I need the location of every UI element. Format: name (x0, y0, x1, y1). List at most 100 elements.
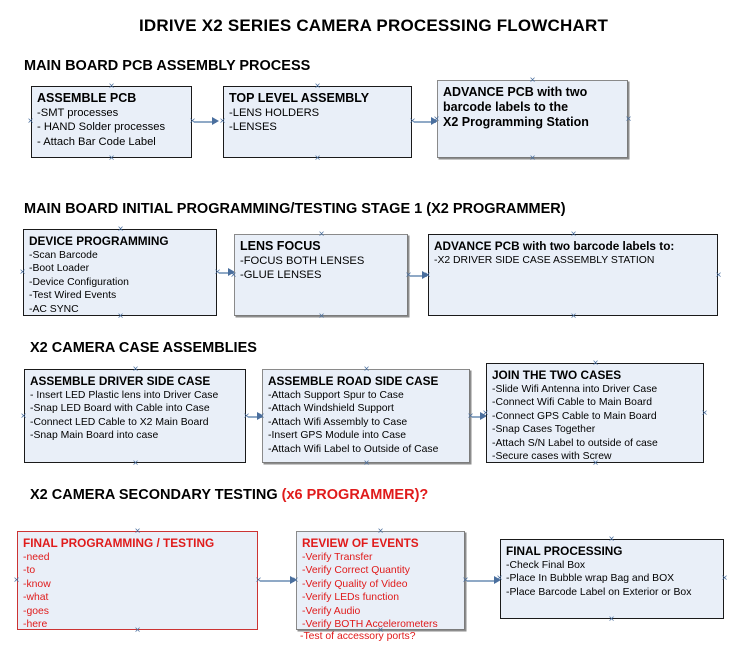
connection-handle-icon[interactable] (569, 312, 578, 321)
connector-3b (472, 416, 484, 418)
box-line: -Place Barcode Label on Exterior or Box (506, 586, 692, 598)
page-title: IDRIVE X2 SERIES CAMERA PROCESSING FLOWC… (138, 16, 609, 35)
connection-handle-icon[interactable] (607, 535, 616, 544)
box-assemble-driver-side-case[interactable]: ASSEMBLE DRIVER SIDE CASE - Insert LED P… (24, 369, 246, 463)
connection-handle-icon[interactable] (229, 271, 238, 280)
box-line: -need (23, 552, 50, 563)
box-assemble-pcb[interactable]: ASSEMBLE PCB -SMT processes - HAND Solde… (31, 86, 192, 158)
connection-handle-icon[interactable] (131, 365, 140, 374)
connector-2a (219, 272, 234, 274)
box-line: -Verify LEDs function (302, 592, 400, 604)
box-assemble-road-side-case[interactable]: ASSEMBLE ROAD SIDE CASE -Attach Support … (262, 369, 470, 463)
connection-handle-icon[interactable] (700, 409, 709, 418)
connection-handle-icon[interactable] (495, 574, 504, 583)
section-heading-1-text: MAIN BOARD PCB ASSEMBLY PROCESS (24, 58, 311, 74)
box-line: -what (23, 592, 49, 604)
box-line: -GLUE LENSES (240, 269, 322, 282)
box-join-the-two-cases[interactable]: JOIN THE TWO CASES -Slide Wifi Antenna i… (486, 363, 704, 463)
box-line: -Verify Quality of Video (302, 578, 408, 590)
box-line: -Scan Barcode (29, 250, 98, 261)
box-line: -Check Final Box (506, 560, 586, 571)
connection-handle-icon[interactable] (720, 574, 729, 583)
connection-handle-icon[interactable] (591, 459, 600, 468)
connection-handle-icon[interactable] (291, 576, 300, 585)
box-line: -Place In Bubble wrap Bag and BOX (506, 573, 675, 585)
box-line: -LENS HOLDERS (229, 107, 320, 119)
box-line: -Attach Wifi Assembly to Case (268, 416, 408, 428)
connection-handle-icon[interactable] (624, 115, 633, 124)
connection-handle-icon[interactable] (714, 271, 723, 280)
connection-handle-icon[interactable] (257, 412, 266, 421)
connection-handle-icon[interactable] (107, 154, 116, 163)
connection-handle-icon[interactable] (313, 154, 322, 163)
connection-handle-icon[interactable] (607, 615, 616, 624)
box-line: -Verify Transfer (302, 552, 373, 563)
connection-handle-icon[interactable] (432, 115, 441, 124)
box-advance-pcb-station[interactable]: ADVANCE PCB with two barcode labels to t… (437, 80, 628, 158)
box-line: -Snap Cases Together (492, 424, 596, 436)
box-line: -know (23, 578, 51, 590)
connection-handle-icon[interactable] (116, 225, 125, 234)
connection-handle-icon[interactable] (218, 117, 227, 126)
box-final-processing[interactable]: FINAL PROCESSING -Check Final Box -Place… (500, 539, 724, 619)
box-review-of-events[interactable]: REVIEW OF EVENTS -Verify Transfer -Verif… (296, 531, 465, 630)
section-heading-2: MAIN BOARD INITIAL PROGRAMMING/TESTING S… (24, 201, 566, 217)
connection-handle-icon[interactable] (116, 312, 125, 321)
box-final-programming-testing[interactable]: FINAL PROGRAMMING / TESTING -need -to -k… (17, 531, 258, 630)
box-advance-pcb-assembly-station[interactable]: ADVANCE PCB with two barcode labels to: … (428, 234, 718, 316)
box-title: ASSEMBLE ROAD SIDE CASE (268, 374, 439, 388)
connection-handle-icon[interactable] (423, 271, 432, 280)
box-device-programming[interactable]: DEVICE PROGRAMMING -Scan Barcode -Boot L… (23, 229, 217, 316)
connection-handle-icon[interactable] (591, 359, 600, 368)
box-line: -Device Configuration (29, 276, 129, 288)
box-line: X2 Programming Station (443, 115, 589, 129)
connection-handle-icon[interactable] (313, 82, 322, 91)
connection-handle-icon[interactable] (12, 576, 21, 585)
box-line: -SMT processes (37, 107, 119, 119)
section-heading-4-text: X2 CAMERA SECONDARY TESTING (30, 487, 282, 503)
box-line: -Snap Main Board into case (30, 430, 159, 442)
connection-handle-icon[interactable] (317, 230, 326, 239)
box-line: -Boot Loader (29, 263, 90, 275)
box-line: -Verify BOTH Accelerometers (302, 619, 438, 631)
connection-handle-icon[interactable] (133, 626, 142, 635)
section-heading-4: X2 CAMERA SECONDARY TESTING (x6 PROGRAMM… (30, 487, 428, 503)
box-line: -LENSES (229, 121, 277, 134)
box-title: ASSEMBLE DRIVER SIDE CASE (30, 374, 211, 388)
box-line: -FOCUS BOTH LENSES (240, 255, 365, 267)
connection-handle-icon[interactable] (376, 527, 385, 536)
box-line: -here (23, 619, 48, 631)
box-line: -Attach Windshield Support (268, 403, 394, 415)
box-line: -AC SYNC (29, 303, 79, 315)
connection-handle-icon[interactable] (528, 154, 537, 163)
connection-handle-icon[interactable] (362, 365, 371, 374)
box-line: - Attach Bar Code Label (37, 135, 156, 148)
connection-handle-icon[interactable] (528, 76, 537, 85)
connection-handle-icon[interactable] (481, 409, 490, 418)
box-title: DEVICE PROGRAMMING (29, 234, 169, 248)
section-heading-2-text: MAIN BOARD INITIAL PROGRAMMING/TESTING S… (24, 201, 566, 217)
section-heading-4-accent: (x6 PROGRAMMER)? (281, 487, 429, 503)
connection-handle-icon[interactable] (362, 459, 371, 468)
box-top-level-assembly[interactable]: TOP LEVEL ASSEMBLY -LENS HOLDERS -LENSES (223, 86, 412, 158)
connection-handle-icon[interactable] (131, 459, 140, 468)
box-line: -Test Wired Events (29, 290, 117, 302)
connection-handle-icon[interactable] (133, 527, 142, 536)
box-title: FINAL PROGRAMMING / TESTING (23, 536, 215, 550)
box-line: -Attach Wifi Label to Outside of Case (268, 443, 439, 455)
box-title: FINAL PROCESSING (506, 544, 623, 558)
connection-handle-icon[interactable] (376, 626, 385, 635)
box-line: barcode labels to the (443, 100, 569, 114)
box-line: -Secure cases with Screw (492, 451, 612, 463)
connection-handle-icon[interactable] (18, 268, 27, 277)
box-lens-focus[interactable]: LENS FOCUS -FOCUS BOTH LENSES -GLUE LENS… (234, 234, 408, 316)
connection-handle-icon[interactable] (26, 117, 35, 126)
box-line: -Verify Audio (302, 605, 361, 617)
connection-handle-icon[interactable] (569, 230, 578, 239)
connection-handle-icon[interactable] (107, 82, 116, 91)
connection-handle-icon[interactable] (317, 312, 326, 321)
connector-3a (248, 416, 262, 418)
connector-4b (467, 580, 497, 582)
connection-handle-icon[interactable] (19, 412, 28, 421)
